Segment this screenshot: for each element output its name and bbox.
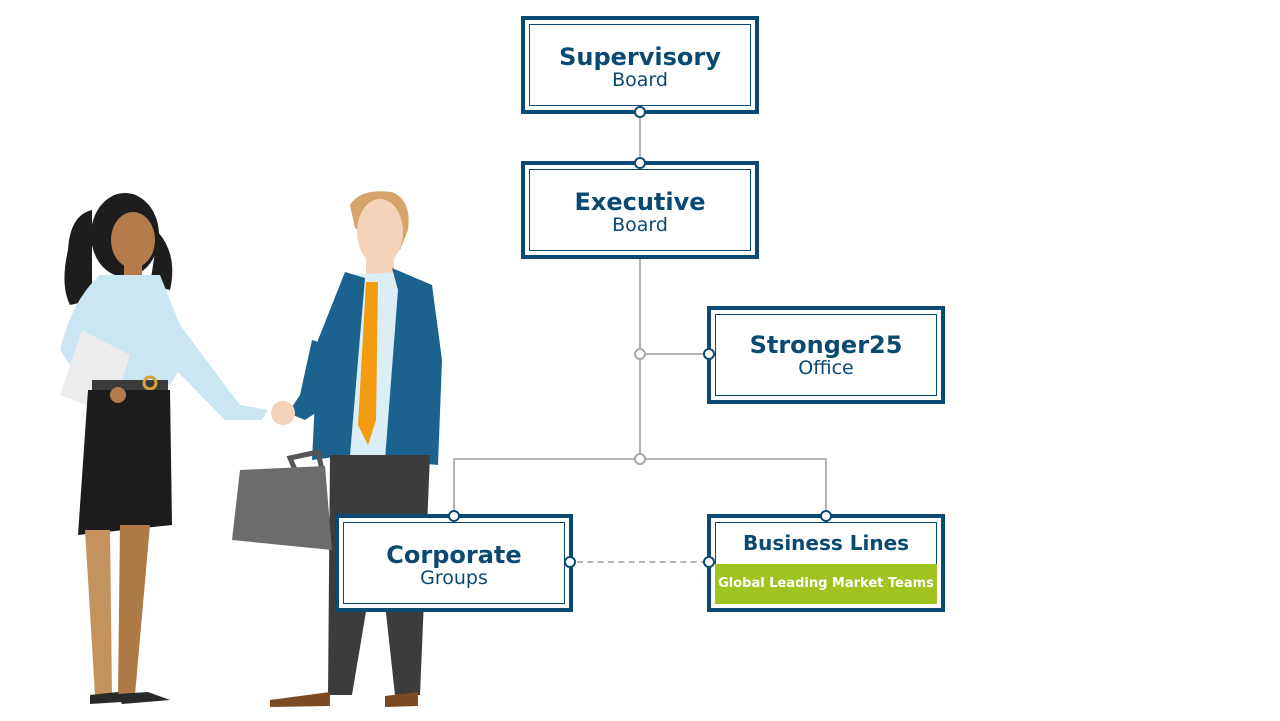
handshake-illustration — [60, 191, 442, 707]
supervisory-board-box: Supervisory Board — [521, 16, 759, 114]
node-trunk-branch — [634, 453, 646, 465]
business-lines-box: Business Lines Global Leading Market Tea… — [707, 514, 945, 612]
man-figure — [232, 191, 442, 707]
global-leading-market-teams-band: Global Leading Market Teams — [715, 564, 937, 604]
corporate-groups-box: Corporate Groups — [335, 514, 573, 612]
node-business-left — [703, 556, 715, 568]
woman-figure — [60, 193, 268, 704]
node-executive-top — [634, 157, 646, 169]
connector-corporate-drop — [453, 458, 455, 516]
connector-business-drop — [825, 458, 827, 516]
executive-board-box: Executive Board — [521, 161, 759, 259]
executive-subtitle: Board — [612, 214, 668, 236]
node-supervisory-bottom — [634, 106, 646, 118]
node-corporate-top — [448, 510, 460, 522]
stronger25-title: Stronger25 — [749, 331, 903, 359]
node-stronger-left — [703, 348, 715, 360]
supervisory-subtitle: Board — [612, 69, 668, 91]
connector-supervisory-executive — [639, 112, 641, 164]
supervisory-title: Supervisory — [559, 43, 721, 71]
connector-stronger — [640, 353, 709, 355]
node-corporate-right — [564, 556, 576, 568]
corporate-subtitle: Groups — [420, 567, 488, 589]
business-lines-title: Business Lines — [742, 531, 910, 555]
node-business-top — [820, 510, 832, 522]
dashed-connector — [577, 561, 707, 563]
node-trunk-stronger — [634, 348, 646, 360]
executive-title: Executive — [574, 188, 706, 216]
stronger25-subtitle: Office — [798, 357, 854, 379]
corporate-title: Corporate — [386, 541, 522, 569]
stronger25-office-box: Stronger25 Office — [707, 306, 945, 404]
